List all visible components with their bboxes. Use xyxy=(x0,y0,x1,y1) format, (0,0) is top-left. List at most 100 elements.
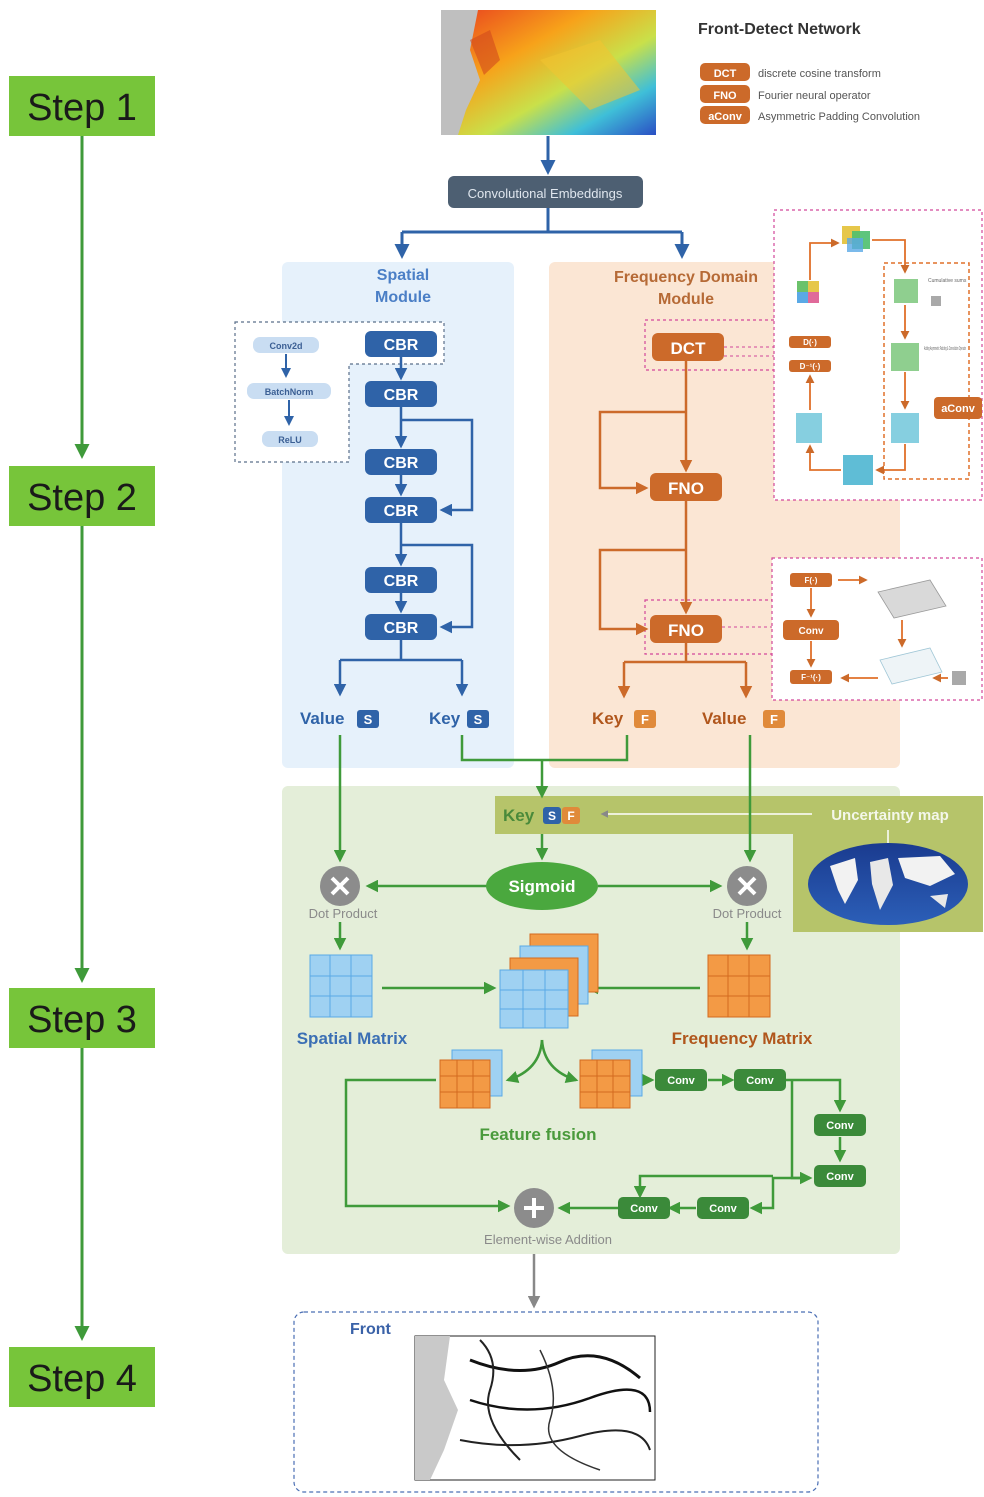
fno-conv-block: Conv xyxy=(783,620,839,640)
svg-text:DCT: DCT xyxy=(671,339,707,358)
dct-detail-inset: Cumulative sums Adding Asymmetric Paddin… xyxy=(724,209,983,501)
dot-product-left-label: Dot Product xyxy=(309,906,378,921)
fusion-cube-left xyxy=(439,1049,503,1109)
svg-text:ReLU: ReLU xyxy=(278,435,302,445)
conv-embeddings-label: Convolutional Embeddings xyxy=(468,186,623,201)
fused-key-label: Key xyxy=(503,806,535,825)
cyan-cube-bottom xyxy=(843,455,873,485)
cbr-detail-conv2d: Conv2d xyxy=(253,337,319,353)
green-grid-1 xyxy=(894,279,918,303)
freq-value-label: Value xyxy=(702,709,746,728)
svg-text:Conv: Conv xyxy=(630,1203,658,1215)
fusion-conv-3: Conv xyxy=(814,1114,866,1136)
svg-text:Conv: Conv xyxy=(826,1171,854,1183)
cbr-detail-batchnorm: BatchNorm xyxy=(247,383,331,399)
svg-text:F: F xyxy=(641,712,649,727)
conv-embeddings-box: Convolutional Embeddings xyxy=(448,176,643,208)
fusion-conv-4: Conv xyxy=(814,1165,866,1187)
fusion-conv-6: Conv xyxy=(618,1197,670,1219)
svg-text:F(·): F(·) xyxy=(805,576,818,585)
svg-text:Conv: Conv xyxy=(746,1075,774,1087)
dct-block: DCT xyxy=(652,333,724,361)
cbr-detail-relu: ReLU xyxy=(262,431,318,447)
cyan-block-left xyxy=(796,413,822,443)
frequency-arrows xyxy=(598,361,753,699)
frequency-matrix-label: Frequency Matrix xyxy=(672,1029,813,1048)
step-column: Step 1 Step 2 Step 3 Step 4 xyxy=(9,76,155,1407)
frequency-matrix-cube xyxy=(707,954,771,1018)
spectrum-sheet-bottom xyxy=(879,647,943,685)
dot-product-right-label: Dot Product xyxy=(713,906,782,921)
svg-text:Conv: Conv xyxy=(799,626,824,637)
svg-text:FNO: FNO xyxy=(713,90,737,102)
cbr-block-3: CBR xyxy=(365,449,437,475)
svg-text:CBR: CBR xyxy=(384,387,419,404)
fusion-cube-right xyxy=(579,1049,643,1109)
step-4-label: Step 4 xyxy=(27,1358,137,1400)
element-wise-add-label: Element-wise Addition xyxy=(484,1232,612,1247)
fno-block-2: FNO xyxy=(650,615,722,643)
spatial-key-badge: S xyxy=(467,710,489,728)
element-wise-add-node xyxy=(514,1188,554,1228)
cbr-block-2: CBR xyxy=(365,381,437,407)
step-2: Step 2 xyxy=(9,466,155,526)
spatial-module-title-2: Module xyxy=(375,289,431,306)
legend-dct-tag: DCT xyxy=(700,63,750,81)
spatial-matrix-cube xyxy=(309,954,373,1018)
cbr-block-5: CBR xyxy=(365,567,437,593)
green-grid-2 xyxy=(891,343,919,371)
spatial-value-badge: S xyxy=(357,710,379,728)
fno-block-1: FNO xyxy=(650,473,722,501)
step-2-label: Step 2 xyxy=(27,477,137,519)
spatial-matrix-label: Spatial Matrix xyxy=(297,1029,408,1048)
svg-text:S: S xyxy=(364,712,373,727)
svg-text:S: S xyxy=(474,712,483,727)
freq-key-badge: F xyxy=(634,710,656,728)
aconv-block: aConv xyxy=(934,397,982,419)
cbr-block-4: CBR xyxy=(365,497,437,523)
step-1-label: Step 1 xyxy=(27,87,137,129)
svg-text:Conv: Conv xyxy=(709,1203,737,1215)
cube-rgb-top xyxy=(842,226,870,252)
dot-product-right xyxy=(727,866,767,906)
frequency-module-title-1: Frequency Domain xyxy=(614,269,758,286)
svg-text:FNO: FNO xyxy=(668,621,704,640)
svg-text:CBR: CBR xyxy=(384,620,419,637)
world-map xyxy=(808,843,968,925)
fno-detail-inset: F(·) Conv F⁻¹(·) xyxy=(722,557,983,701)
svg-text:Conv: Conv xyxy=(667,1075,695,1087)
step-1: Step 1 xyxy=(9,76,155,136)
svg-text:S: S xyxy=(548,809,556,823)
svg-text:D⁻¹(·): D⁻¹(·) xyxy=(800,362,821,371)
legend-fno-tag: FNO xyxy=(700,85,750,103)
dot-product-left xyxy=(320,866,360,906)
frequency-module-title-2: Module xyxy=(658,291,714,308)
cbr-block-6: CBR xyxy=(365,614,437,640)
legend-fno-text: Fourier neural operator xyxy=(758,90,871,102)
legend: DCT discrete cosine transform FNO Fourie… xyxy=(700,63,920,124)
small-gray-square xyxy=(931,296,941,306)
fusion-conv-2: Conv xyxy=(734,1069,786,1091)
svg-text:BatchNorm: BatchNorm xyxy=(265,387,314,397)
spatial-key-label: Key xyxy=(429,709,461,728)
fused-key-badge-f: F xyxy=(562,807,580,824)
svg-text:F: F xyxy=(567,809,574,823)
step-4: Step 4 xyxy=(9,1347,155,1407)
svg-text:Conv2d: Conv2d xyxy=(269,341,302,351)
fno-small-square xyxy=(952,671,966,685)
finv-op-block: F⁻¹(·) xyxy=(790,670,832,684)
uncertainty-map-label: Uncertainty map xyxy=(831,807,949,824)
svg-text:CBR: CBR xyxy=(384,337,419,354)
svg-text:aConv: aConv xyxy=(941,403,976,415)
sigmoid-node: Sigmoid xyxy=(486,862,598,910)
svg-text:CBR: CBR xyxy=(384,455,419,472)
svg-text:Conv: Conv xyxy=(826,1120,854,1132)
legend-aconv-text: Asymmetric Padding Convolution xyxy=(758,111,920,123)
fused-key-badge-s: S xyxy=(543,807,561,824)
svg-text:F: F xyxy=(770,712,778,727)
svg-text:F⁻¹(·): F⁻¹(·) xyxy=(801,673,821,682)
spectrum-sheet-top xyxy=(877,579,947,619)
cbr-block-1: CBR xyxy=(365,331,437,357)
freq-key-label: Key xyxy=(592,709,624,728)
